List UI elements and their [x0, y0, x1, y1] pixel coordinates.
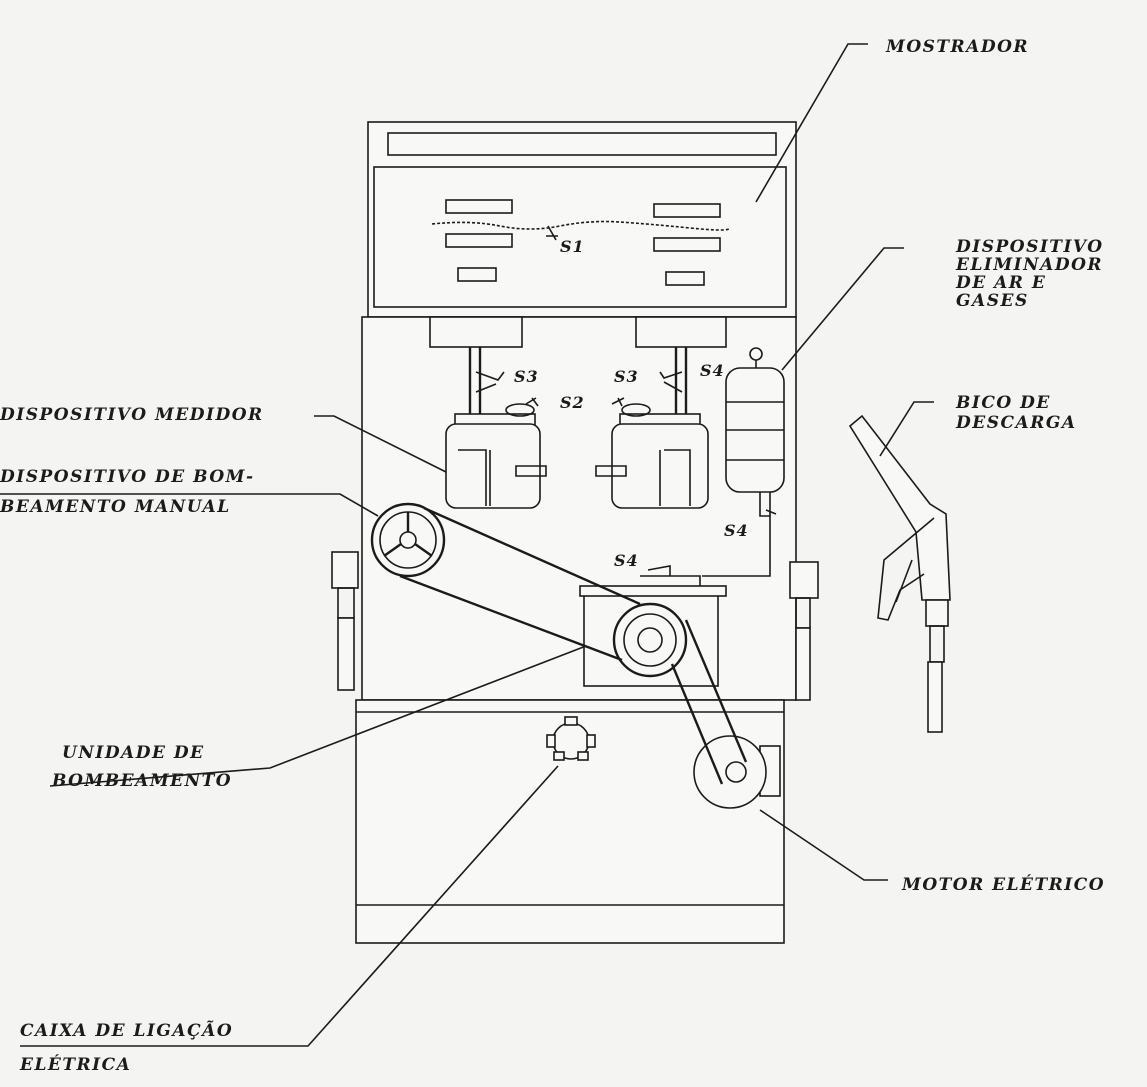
label-unidade-1: UNIDADE DE [62, 743, 205, 763]
pump-pulley [612, 602, 688, 678]
discharge-nozzle [848, 414, 951, 733]
seal-labels: S1 S2 S3 S3 S4 S4 S4 [514, 237, 749, 570]
labels: MOSTRADOR DISPOSITIVO ELIMINADOR DE AR E… [0, 37, 1105, 1075]
meter-devices [429, 316, 727, 509]
seal-s2: S2 [560, 393, 585, 412]
label-eliminador-3: DE AR E [955, 273, 1046, 293]
manual-pump-wheel [370, 502, 446, 578]
seal-s4-side: S4 [724, 521, 749, 540]
label-mostrador: MOSTRADOR [885, 37, 1029, 57]
seal-s3-right: S3 [614, 367, 639, 386]
display-panel [431, 199, 731, 286]
seal-s4-top: S4 [700, 361, 725, 380]
label-bico-2: DESCARGA [955, 413, 1077, 433]
label-bico-1: BICO DE [955, 393, 1051, 413]
leader-lines [0, 43, 934, 1047]
label-eliminador-4: GASES [956, 291, 1029, 311]
label-motor: MOTOR ELÉTRICO [901, 874, 1105, 895]
seal-s1: S1 [560, 237, 585, 256]
electric-motor [693, 735, 781, 809]
label-unidade-2: BOMBEAMENTO [51, 771, 232, 791]
label-eliminador-2: ELIMINADOR [955, 255, 1103, 275]
nozzle-holders [331, 551, 819, 701]
pumping-mechanism [370, 502, 781, 809]
seal-s3-left: S3 [514, 367, 539, 386]
junction-box [546, 716, 596, 761]
seal-s4-pump: S4 [614, 551, 639, 570]
label-manual-1: DISPOSITIVO DE BOM- [0, 467, 255, 487]
label-medidor: DISPOSITIVO MEDIDOR [0, 405, 264, 425]
air-eliminator [702, 347, 785, 577]
label-caixa-1: CAIXA DE LIGAÇÃO [20, 1019, 233, 1041]
label-eliminador-1: DISPOSITIVO [955, 237, 1104, 257]
label-manual-2: BEAMENTO MANUAL [0, 497, 231, 517]
label-caixa-2: ELÉTRICA [19, 1054, 131, 1075]
